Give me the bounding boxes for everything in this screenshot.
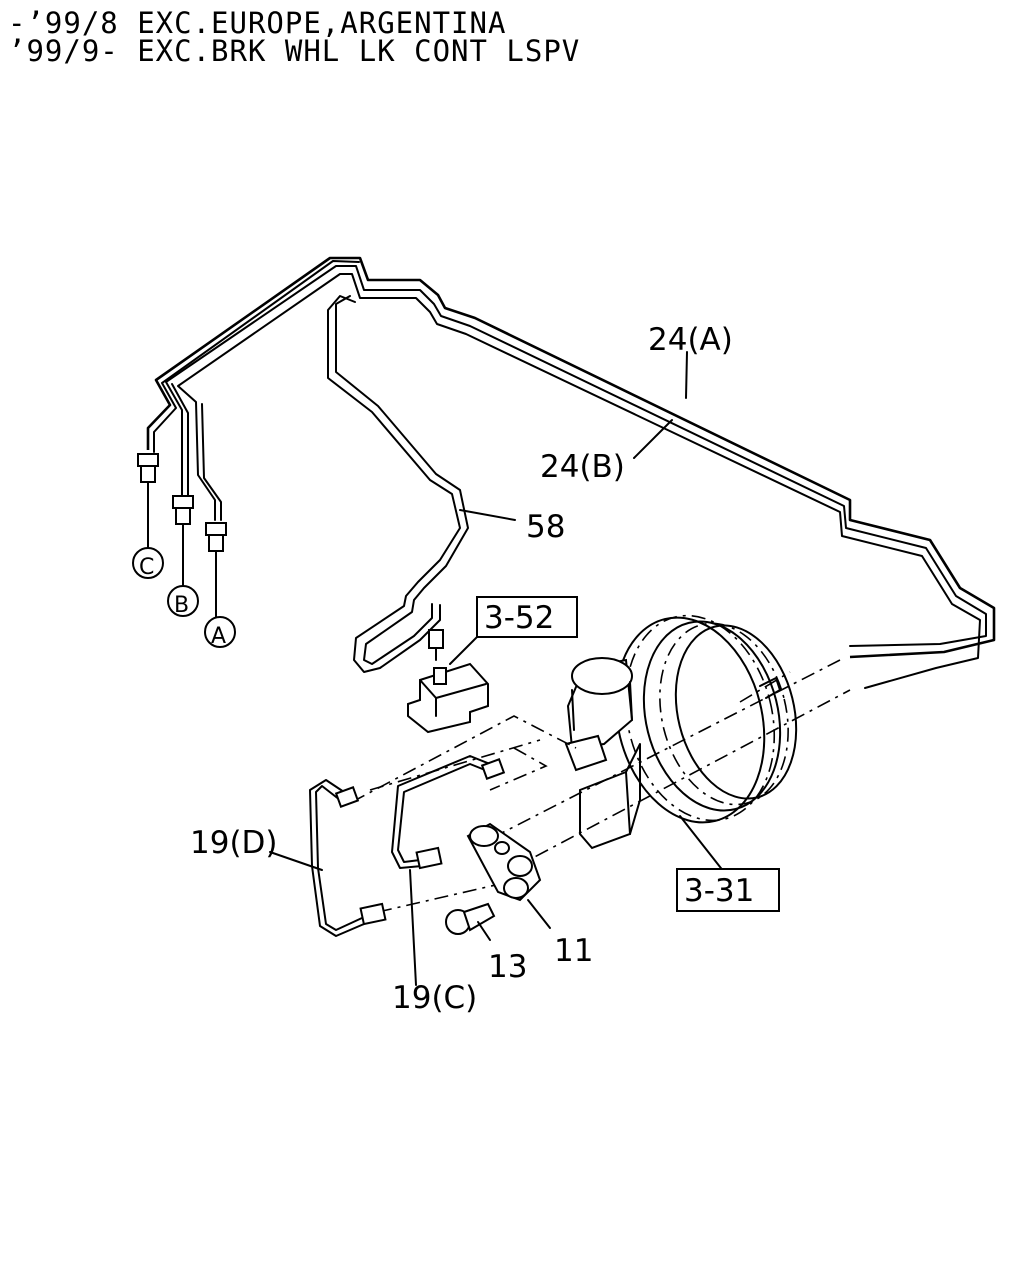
fitting-a <box>204 522 236 648</box>
fitting-b <box>167 495 199 617</box>
callout-24a: 24(A) <box>648 322 733 358</box>
valve-block-11 <box>466 822 542 902</box>
callout-58: 58 <box>526 509 565 545</box>
callout-ref-3-31: 3-31 <box>684 873 754 909</box>
brake-pipe-24a-24b <box>146 256 996 689</box>
header-line-1: -’99/8 EXC.EUROPE,ARGENTINA <box>8 6 507 40</box>
pipe-58 <box>327 295 469 673</box>
hidden-lines <box>351 659 851 913</box>
bolt-13 <box>445 902 496 935</box>
lspv-valve <box>407 662 489 734</box>
callout-11: 11 <box>554 933 593 969</box>
leader-lines <box>269 351 725 986</box>
header-line-2: ’99/9- EXC.BRK WHL LK CONT LSPV <box>8 34 581 68</box>
callout-ref-3-52: 3-52 <box>484 600 554 636</box>
brake-pipe-19d <box>309 779 387 937</box>
connector-a-label: A <box>211 624 226 649</box>
connector-c-label: C <box>139 555 154 580</box>
brake-booster <box>564 614 798 850</box>
brake-pipe-19c <box>391 755 506 870</box>
callout-19d: 19(D) <box>190 825 278 861</box>
ref-box-3-31 <box>676 868 780 912</box>
fitting-c <box>132 453 164 579</box>
callout-13: 13 <box>488 949 527 985</box>
connector-b-label: B <box>174 593 189 618</box>
ref-box-3-52 <box>476 596 578 638</box>
callout-24b: 24(B) <box>540 449 625 485</box>
callout-19c: 19(C) <box>392 980 477 1016</box>
